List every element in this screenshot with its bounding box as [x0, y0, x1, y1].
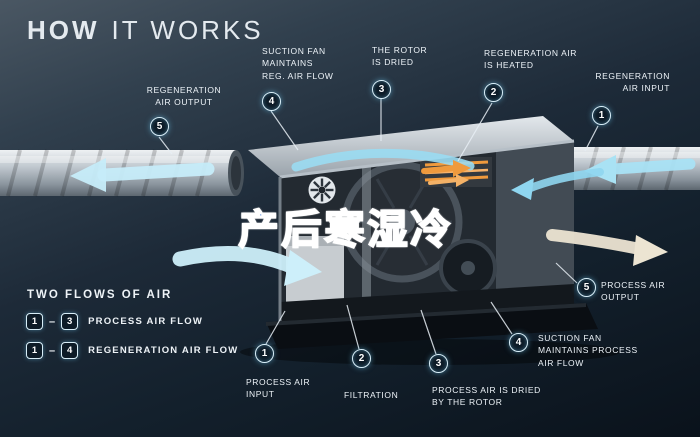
marker-process-air-dried: 3 [429, 354, 448, 373]
label-process-air-input: PROCESS AIR INPUT [246, 377, 311, 400]
process-air-output-arrow [546, 229, 646, 255]
reg-air-output-arrow [97, 162, 215, 182]
reg-flow-curve-arrow [291, 148, 475, 172]
marker-filtration: 2 [352, 349, 371, 368]
leader-lines [158, 99, 599, 355]
label-process-air-dried: PROCESS AIR IS DRIED BY THE ROTOR [432, 385, 541, 408]
marker-process-air-input: 1 [255, 344, 274, 363]
page-title: HOW IT WORKS [27, 15, 264, 46]
marker-rotor-dried: 3 [372, 80, 391, 99]
machine-body [248, 116, 598, 349]
legend-label-regeneration: REGENERATION AIR FLOW [88, 345, 239, 356]
legend-marker-process-to: 3 [61, 313, 79, 330]
label-reg-air-input: REGENERATION AIR INPUT [595, 71, 670, 94]
legend-marker-process-from: 1 [26, 313, 43, 330]
heated-air-arrow [421, 165, 458, 174]
legend-marker-regen-from: 1 [26, 342, 43, 359]
label-reg-air-output: REGENERATION AIR OUTPUT [146, 85, 222, 108]
title-it-works: IT WORKS [111, 15, 264, 45]
marker-reg-air-input: 1 [592, 106, 611, 125]
label-process-air-output: PROCESS AIR OUTPUT [601, 280, 666, 303]
reg-air-input-arrow [608, 158, 696, 175]
label-reg-air-heated: REGENERATION AIR IS HEATED [484, 48, 578, 71]
marker-suction-fan-reg: 4 [262, 92, 281, 111]
airflow-arrows [70, 148, 696, 286]
legend-heading: TWO FLOWS OF AIR [27, 289, 173, 301]
marker-process-air-output: 5 [577, 278, 596, 297]
legend-row-process: 1 – 3 PROCESS AIR FLOW [26, 313, 203, 330]
process-air-input-arrow [172, 246, 304, 276]
machine-interior [280, 141, 574, 325]
legend-marker-regen-to: 4 [61, 342, 79, 359]
marker-suction-fan-process: 4 [509, 333, 528, 352]
marker-reg-air-output: 5 [150, 117, 169, 136]
marker-reg-air-heated: 2 [484, 83, 503, 102]
label-suction-fan-process: SUCTION FAN MAINTAINS PROCESS AIR FLOW [538, 333, 638, 368]
legend-dash-regen: – [49, 344, 56, 357]
label-rotor-dried: THE ROTOR IS DRIED [372, 45, 428, 68]
label-filtration: FILTRATION [344, 390, 399, 400]
legend-dash-process: – [49, 315, 56, 328]
legend-row-regeneration: 1 – 4 REGENERATION AIR FLOW [26, 342, 238, 359]
title-how: HOW [27, 15, 100, 45]
regeneration-fan [308, 176, 336, 204]
machine-base [266, 303, 598, 349]
label-suction-fan-reg: SUCTION FAN MAINTAINS REG. AIR FLOW [262, 46, 334, 81]
legend-label-process: PROCESS AIR FLOW [88, 316, 204, 327]
reg-air-into-machine-arrow [524, 168, 604, 193]
overlay-chinese-text: 产后寒湿冷 [238, 207, 454, 253]
